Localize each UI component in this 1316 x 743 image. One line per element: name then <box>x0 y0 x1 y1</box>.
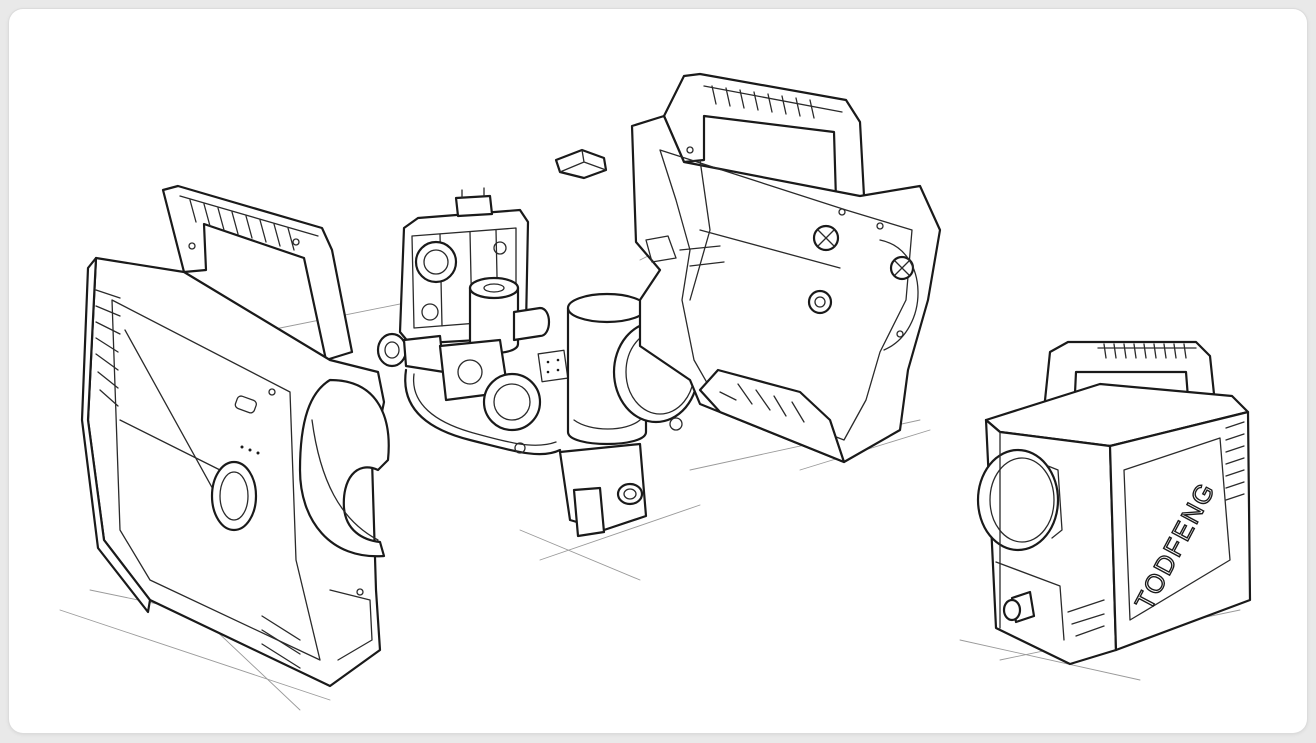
assembled-unit: TODFENG <box>976 340 1252 666</box>
drawing-canvas: TODFENG <box>9 9 1307 733</box>
front-housing-shell <box>80 184 390 688</box>
rear-housing-frame <box>630 72 942 464</box>
exploded-view-sketch: TODFENG <box>59 72 1252 711</box>
small-cap-piece <box>554 148 608 180</box>
